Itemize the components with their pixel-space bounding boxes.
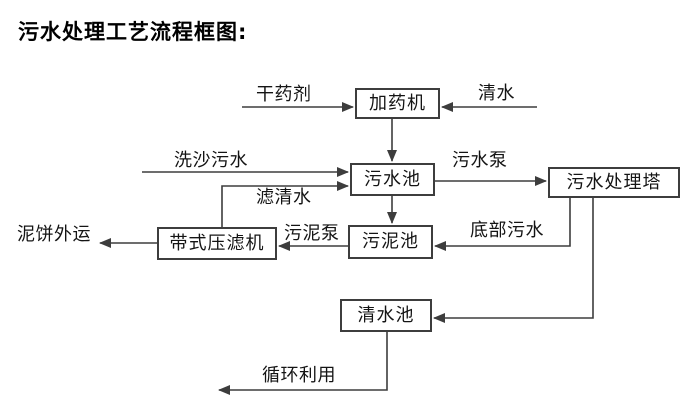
label-bottom-sewage: 底部污水 — [470, 220, 544, 241]
label-sewage-pump: 污水泵 — [452, 150, 508, 171]
label-recycle-use: 循环利用 — [262, 365, 336, 386]
label-sand-wash-sewage: 洗沙污水 — [174, 150, 248, 171]
label-clean-water: 清水 — [478, 83, 515, 104]
node-sludge-pool: 污泥池 — [348, 225, 433, 259]
connector-tower-to-sludge-pool — [434, 198, 571, 251]
node-sewage-pool: 污水池 — [350, 163, 435, 196]
connector-filter-press-to-sewage-pool — [221, 181, 349, 227]
node-clean-water-pool: 清水池 — [340, 299, 432, 332]
connector-clean-water-pool-to-recycle — [218, 332, 388, 395]
label-mud-cake-out: 泥饼外运 — [17, 224, 91, 245]
node-belt-filter-press: 带式压滤机 — [157, 227, 277, 260]
connector-tower-to-clean-water-pool — [433, 198, 594, 323]
label-sludge-pump: 污泥泵 — [284, 223, 340, 244]
label-filtered-water: 滤清水 — [256, 187, 312, 208]
diagram-title: 污水处理工艺流程框图: — [18, 20, 248, 44]
label-dry-chemical: 干药剂 — [256, 84, 312, 105]
node-dosing-machine: 加药机 — [355, 88, 440, 119]
node-treatment-tower: 污水处理塔 — [548, 167, 680, 198]
